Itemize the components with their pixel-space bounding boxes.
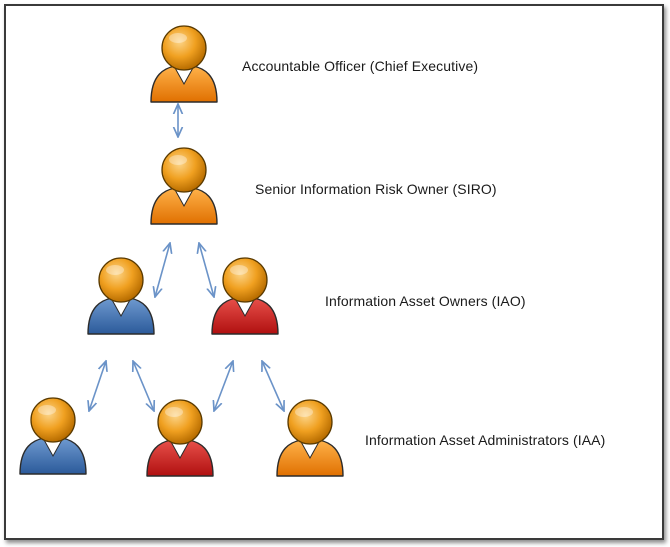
label-accountable-officer: Accountable Officer (Chief Executive) <box>242 58 479 74</box>
arrows-layer <box>89 104 284 411</box>
person-accountable-officer <box>150 25 218 103</box>
person-siro <box>150 147 218 225</box>
person-iaa-red <box>146 399 214 477</box>
label-siro: Senior Information Risk Owner (SIRO) <box>255 181 497 197</box>
arrow-iao-blue-iaa-blue <box>89 361 106 411</box>
arrow-siro-iao-blue <box>155 243 170 297</box>
arrow-siro-iao-red <box>199 243 214 297</box>
arrow-iao-blue-iaa-red <box>133 361 154 411</box>
arrow-iao-red-iaa-orange <box>262 361 284 411</box>
person-iaa-orange <box>276 399 344 477</box>
label-information-asset-administrators: Information Asset Administrators (IAA) <box>365 432 606 448</box>
arrow-iao-red-iaa-red <box>214 361 233 411</box>
label-information-asset-owners: Information Asset Owners (IAO) <box>325 293 526 309</box>
person-iao-blue <box>87 257 155 335</box>
person-iaa-blue <box>19 397 87 475</box>
people-layer <box>19 25 344 477</box>
person-iao-red <box>211 257 279 335</box>
